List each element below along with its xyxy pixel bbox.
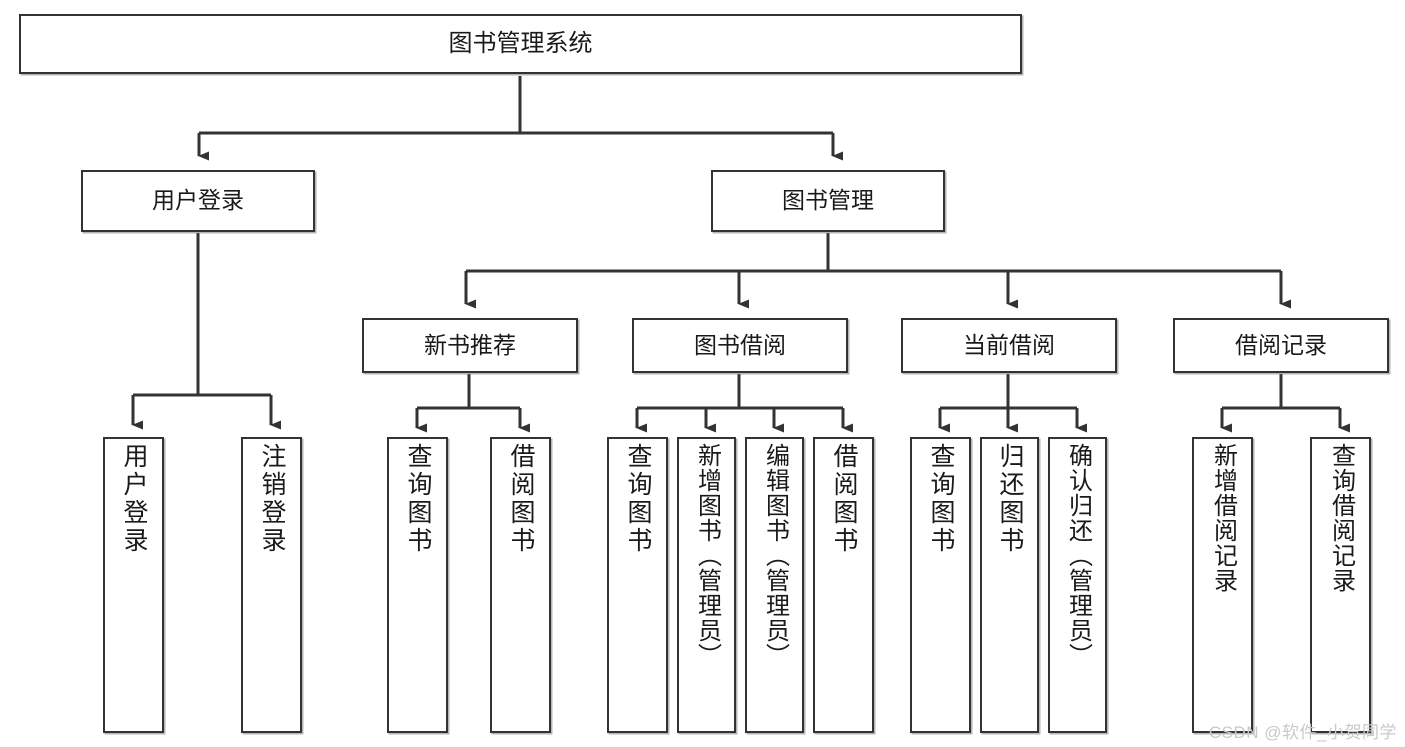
node-leaf-newbook-query[interactable]: 查询图书: [387, 437, 448, 733]
node-current-borrow[interactable]: 当前借阅: [901, 318, 1117, 373]
node-leaf-borrow-edit[interactable]: 编辑图书（管理员）: [745, 437, 804, 733]
node-borrow-record-label: 借阅记录: [1235, 331, 1327, 358]
node-leaf-current-confirm-return[interactable]: 确认归还（管理员）: [1048, 437, 1107, 733]
node-leaf-borrow-borrow[interactable]: 借阅图书: [813, 437, 874, 733]
node-leaf-borrow-query[interactable]: 查询图书: [607, 437, 668, 733]
node-leaf-record-query[interactable]: 查询借阅记录: [1310, 437, 1371, 733]
node-book-management-label: 图书管理: [782, 187, 874, 214]
node-leaf-newbook-borrow[interactable]: 借阅图书: [490, 437, 551, 733]
node-user-login-label: 用户登录: [152, 187, 244, 214]
node-new-book-recommend-label: 新书推荐: [424, 331, 516, 358]
node-root-system-label: 图书管理系统: [448, 29, 593, 57]
node-book-borrow-label: 图书借阅: [694, 331, 786, 358]
node-leaf-borrow-add[interactable]: 新增图书（管理员）: [677, 437, 736, 733]
node-leaf-newbook-query-label: 查询图书: [404, 443, 432, 555]
node-current-borrow-label: 当前借阅: [963, 331, 1055, 358]
node-leaf-record-add-label: 新增借阅记录: [1209, 443, 1237, 593]
node-leaf-borrow-query-label: 查询图书: [624, 443, 652, 555]
node-leaf-current-return-label: 归还图书: [996, 443, 1024, 555]
node-leaf-current-return[interactable]: 归还图书: [980, 437, 1039, 733]
node-leaf-user-login-login[interactable]: 用户登录: [103, 437, 164, 733]
node-leaf-user-login-logout-label: 注销登录: [258, 443, 286, 555]
node-borrow-record[interactable]: 借阅记录: [1173, 318, 1389, 373]
node-new-book-recommend[interactable]: 新书推荐: [362, 318, 578, 373]
node-leaf-borrow-borrow-label: 借阅图书: [830, 443, 858, 555]
node-leaf-borrow-edit-label: 编辑图书（管理员）: [761, 443, 789, 668]
node-leaf-current-query[interactable]: 查询图书: [910, 437, 971, 733]
node-leaf-current-query-label: 查询图书: [927, 443, 955, 555]
node-book-management[interactable]: 图书管理: [711, 170, 945, 232]
node-leaf-current-confirm-return-label: 确认归还（管理员）: [1064, 443, 1092, 668]
node-leaf-record-query-label: 查询借阅记录: [1327, 443, 1355, 593]
node-leaf-user-login-login-label: 用户登录: [120, 443, 148, 555]
node-user-login[interactable]: 用户登录: [81, 170, 315, 232]
node-book-borrow[interactable]: 图书借阅: [632, 318, 848, 373]
node-leaf-newbook-borrow-label: 借阅图书: [507, 443, 535, 555]
node-root-system[interactable]: 图书管理系统: [19, 14, 1022, 74]
node-leaf-borrow-add-label: 新增图书（管理员）: [693, 443, 721, 668]
node-leaf-user-login-logout[interactable]: 注销登录: [241, 437, 302, 733]
node-leaf-record-add[interactable]: 新增借阅记录: [1192, 437, 1253, 733]
csdn-watermark: CSDN @软件_小贺同学: [1208, 723, 1397, 742]
